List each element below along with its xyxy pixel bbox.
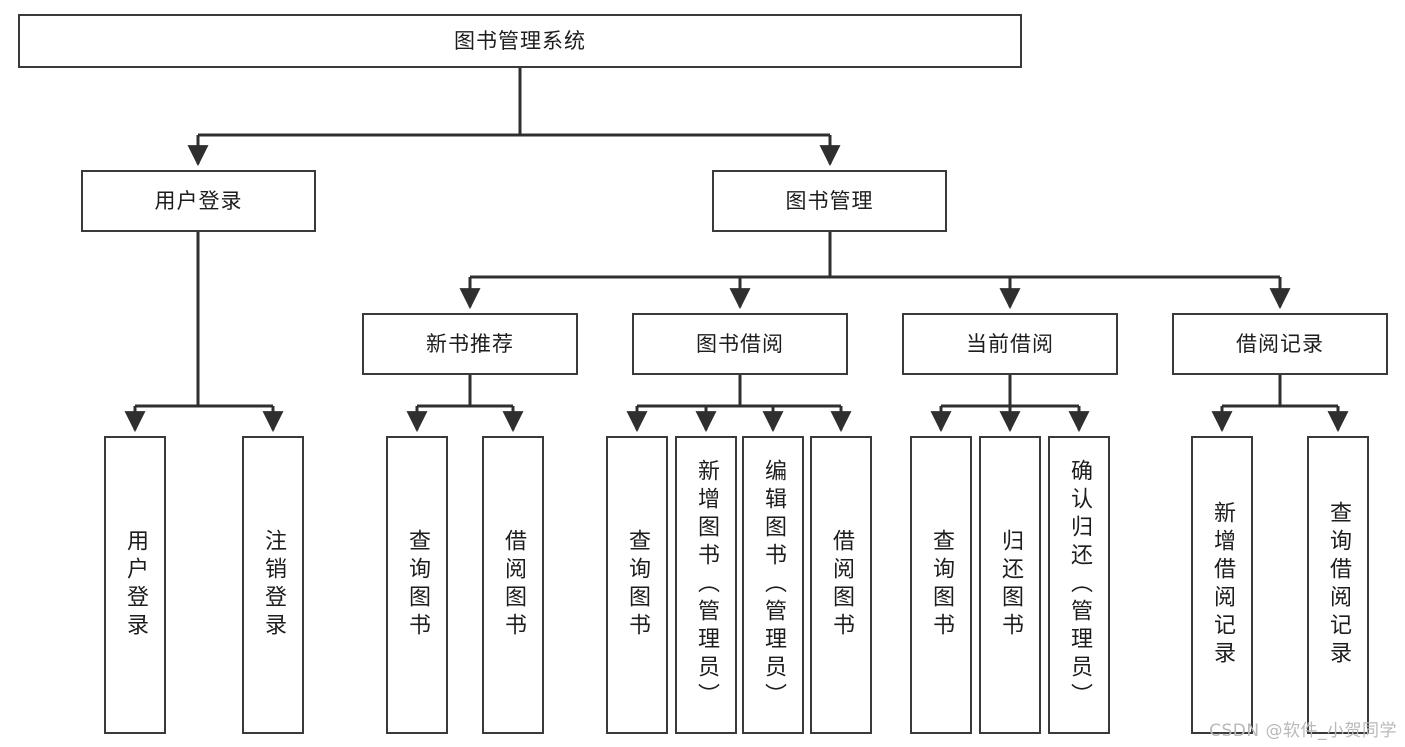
node-label: 查询图书	[625, 529, 650, 641]
node-label: 借阅图书	[501, 529, 526, 641]
node-label: 图书管理系统	[454, 28, 586, 53]
leaf-user-login[interactable]: 用户登录	[104, 436, 166, 734]
node-label: 新书推荐	[426, 331, 514, 356]
watermark-csdn: CSDN @软件_小贺同学	[1209, 721, 1397, 741]
node-label: 查询图书	[405, 529, 430, 641]
node-label: 新增借阅记录	[1210, 501, 1235, 669]
leaf-add-book-admin[interactable]: 新增图书（管理员）	[675, 436, 737, 734]
leaf-query-book-current[interactable]: 查询图书	[910, 436, 972, 734]
node-label: 用户登录	[154, 188, 243, 213]
leaf-query-book-borrow[interactable]: 查询图书	[606, 436, 668, 734]
node-label: 查询借阅记录	[1326, 501, 1351, 669]
node-current-borrowing[interactable]: 当前借阅	[902, 313, 1118, 375]
node-label: 借阅记录	[1236, 331, 1324, 356]
node-book-management[interactable]: 图书管理	[712, 170, 947, 232]
node-label: 图书借阅	[696, 331, 784, 356]
leaf-confirm-return-admin[interactable]: 确认归还（管理员）	[1048, 436, 1110, 734]
leaf-logout[interactable]: 注销登录	[242, 436, 304, 734]
node-root-book-management-system[interactable]: 图书管理系统	[18, 14, 1022, 68]
node-label: 注销登录	[261, 529, 286, 641]
node-new-book-recommendation[interactable]: 新书推荐	[362, 313, 578, 375]
node-label: 当前借阅	[966, 331, 1054, 356]
node-user-login[interactable]: 用户登录	[81, 170, 316, 232]
leaf-query-book-new[interactable]: 查询图书	[386, 436, 448, 734]
node-label: 新增图书（管理员）	[694, 459, 719, 711]
leaf-add-borrow-record[interactable]: 新增借阅记录	[1191, 436, 1253, 734]
node-label: 图书管理	[785, 188, 874, 213]
leaf-edit-book-admin[interactable]: 编辑图书（管理员）	[742, 436, 804, 734]
node-label: 借阅图书	[829, 529, 854, 641]
node-borrowing-records[interactable]: 借阅记录	[1172, 313, 1388, 375]
node-label: 编辑图书（管理员）	[761, 459, 786, 711]
leaf-borrow-book[interactable]: 借阅图书	[810, 436, 872, 734]
node-label: 归还图书	[998, 529, 1023, 641]
leaf-query-borrow-record[interactable]: 查询借阅记录	[1307, 436, 1369, 734]
leaf-return-book[interactable]: 归还图书	[979, 436, 1041, 734]
node-book-borrowing[interactable]: 图书借阅	[632, 313, 848, 375]
node-label: 确认归还（管理员）	[1067, 459, 1092, 711]
leaf-borrow-book-new[interactable]: 借阅图书	[482, 436, 544, 734]
node-label: 查询图书	[929, 529, 954, 641]
node-label: 用户登录	[123, 529, 148, 641]
